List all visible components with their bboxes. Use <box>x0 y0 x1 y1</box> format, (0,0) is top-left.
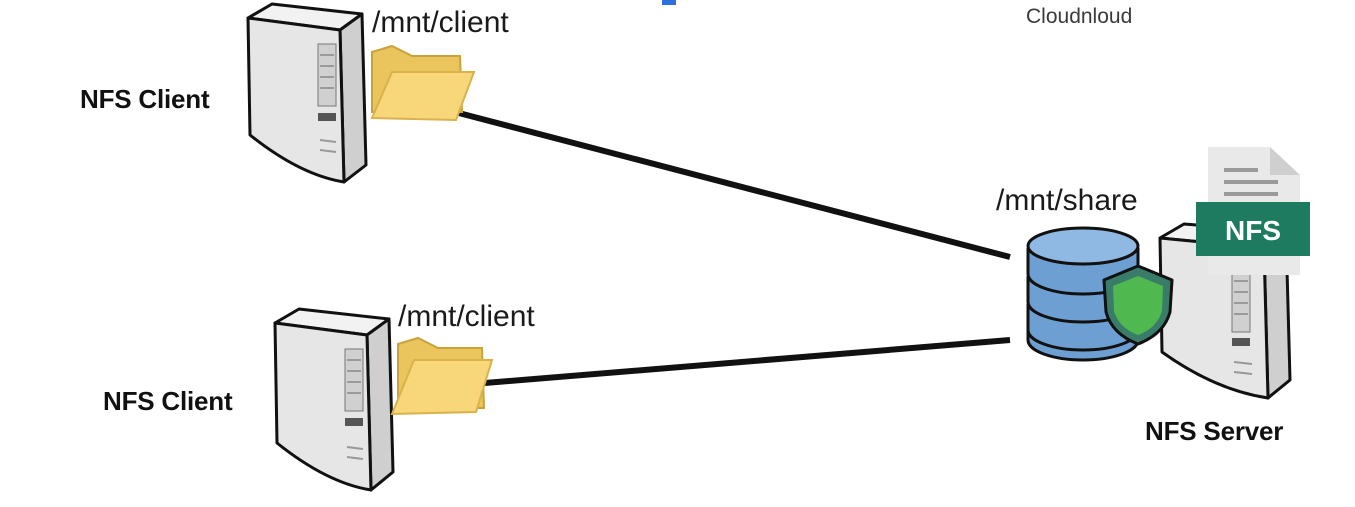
link-client2-server <box>484 337 1011 386</box>
client-1-mount-path: /mnt/client <box>372 6 509 39</box>
client-2-folder-icon <box>390 336 494 416</box>
client-1-folder-icon <box>370 44 476 122</box>
client-2-server-icon <box>273 307 395 492</box>
brand-watermark: Cloudnloud <box>1026 5 1133 28</box>
shield-icon <box>1102 264 1174 346</box>
server-share-path: /mnt/share <box>996 184 1138 217</box>
client-2-label: NFS Client <box>103 386 233 416</box>
server-label: NFS Server <box>1145 416 1284 446</box>
client-1-label: NFS Client <box>80 84 210 114</box>
client-2-mount-path: /mnt/client <box>398 300 535 333</box>
nfs-badge <box>1196 202 1310 256</box>
top-marker <box>662 0 676 5</box>
nfs-document-icon: NFS <box>1196 147 1310 275</box>
client-1-server-icon <box>246 2 368 184</box>
nfs-badge-text: NFS <box>1225 215 1281 246</box>
link-client1-server <box>454 109 1011 260</box>
